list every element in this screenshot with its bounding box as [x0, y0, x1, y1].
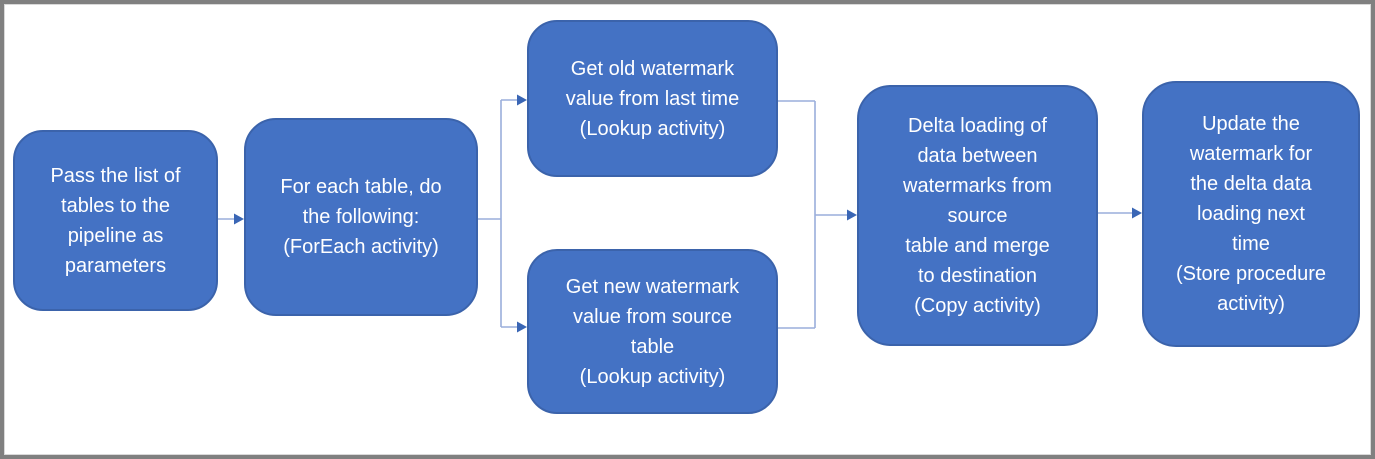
flow-node-label: Get new watermark value from source tabl…: [565, 275, 740, 388]
flow-node-pass-table-list: Pass the list of tables to the pipeline …: [13, 130, 218, 311]
flow-node-label: For each table, do the following: (ForEa…: [280, 176, 442, 258]
flow-node-get-new-watermark: Get new watermark value from source tabl…: [527, 249, 778, 414]
connector-pass-to-foreach: [218, 213, 244, 225]
connector-lookups-merge: [778, 100, 857, 329]
flow-node-label: Pass the list of tables to the pipeline …: [50, 164, 181, 277]
flow-node-label: Delta loading of data between watermarks…: [903, 114, 1052, 317]
flow-node-update-watermark: Update the watermark for the delta data …: [1142, 81, 1360, 347]
flow-node-label: Update the watermark for the delta data …: [1175, 113, 1327, 315]
flow-node-foreach-table: For each table, do the following: (ForEa…: [244, 118, 478, 316]
connector-copy-to-update: [1098, 207, 1142, 219]
flow-node-get-old-watermark: Get old watermark value from last time (…: [527, 20, 778, 177]
flow-node-label: Get old watermark value from last time (…: [565, 57, 740, 140]
flow-node-delta-loading: Delta loading of data between watermarks…: [857, 85, 1098, 346]
connector-foreach-branch: [478, 94, 527, 333]
